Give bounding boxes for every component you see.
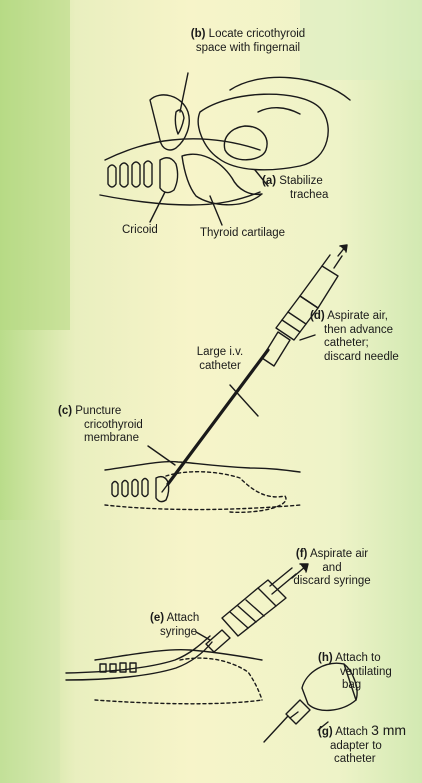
panel-attach-syringe [66,564,357,742]
label-thyroid-cartilage: Thyroid cartilage [200,227,285,241]
step-h-line3: bag [318,679,361,691]
neck-base-dotted [105,505,300,510]
syringe-plunger [322,255,330,266]
large-iv-line1: Large i.v. [197,346,243,358]
step-d-tag: (d) [310,310,325,322]
thyroid-cartilage-outline [182,154,262,205]
fingernail [175,110,184,134]
label-step-e: (e) Attach syringe [150,612,199,639]
thumb [198,94,328,170]
step-c-line1: Puncture [75,405,121,417]
step-c-line3: membrane [58,432,139,444]
step-d-line1: Aspirate air, [327,310,388,322]
leader-b [180,73,188,112]
step-g-line1: Attach [335,726,368,738]
step-e-tag: (e) [150,612,164,624]
step-f-line3: discard syringe [293,575,370,587]
knuckle-line [258,108,300,114]
adapter-stem [264,716,288,742]
step-d-line2: then advance [310,324,393,336]
step-a-line2: trachea [262,189,328,201]
step-g-size: 3 mm [371,722,406,738]
step-e-line2: syringe [150,626,197,638]
label-step-f: (f) Aspirate air and discard syringe [262,548,402,589]
step-a-line1: Stabilize [279,175,322,187]
step-e-line1: Attach [167,612,200,624]
thyroid-dotted-3 [180,658,262,700]
tracheal-rings [108,161,152,187]
label-step-h: (h) Attach to ventilating bag [318,652,392,693]
syringe-tip [206,630,230,652]
step-h-tag: (h) [318,652,333,664]
step-c-line2: cricothyroid [58,419,143,431]
step-b-line1: Locate cricothyroid [209,28,306,40]
step-g-tag: (g) [318,726,333,738]
panel-puncture [105,245,347,512]
label-step-a: (a) Stabilize trachea [262,175,328,202]
step-h-line1: Attach to [335,652,380,664]
step-d-line4: discard needle [310,351,399,363]
neck-base-3 [95,700,262,704]
cricoid-2 [156,477,169,502]
label-step-b: (b) Locate cricothyroid space with finge… [158,28,338,55]
skin-surface [105,462,300,472]
cricoid-outline [160,158,178,193]
step-g-line3: catheter [318,753,376,765]
label-step-g: (g) Attach 3 mm adapter to catheter [318,724,406,767]
leader-cricoid [150,192,165,222]
step-g-line2: adapter to [318,740,382,752]
tracheal-rings-2 [112,479,148,497]
neck-lower-line [100,192,260,205]
label-large-iv-catheter: Large i.v. catheter [180,346,260,373]
step-d-line3: catheter; [310,337,369,349]
step-b-tag: (b) [191,28,206,40]
step-f-line2: and [322,562,341,574]
thyroid-dotted [166,472,286,513]
label-cricoid: Cricoid [122,224,158,238]
step-f-tag: (f) [296,548,308,560]
step-b-line2: space with fingernail [196,42,300,54]
syringe-barrel [300,266,338,308]
large-iv-line2: catheter [199,360,241,372]
label-step-c: (c) Puncture cricothyroid membrane [58,405,143,446]
hand-back [230,77,350,100]
step-c-tag: (c) [58,405,72,417]
catheter-hub [262,332,290,366]
panel-stabilize-trachea [100,73,350,225]
leader-large-iv [230,385,258,416]
needle-tip [162,484,168,492]
label-step-d: (d) Aspirate air, then advance catheter;… [310,310,399,364]
step-h-line2: ventilating [318,666,392,678]
catheter-tube [66,636,210,673]
step-a-tag: (a) [262,175,276,187]
leader-thyroid [210,196,222,225]
step-f-line1: Aspirate air [310,548,368,560]
